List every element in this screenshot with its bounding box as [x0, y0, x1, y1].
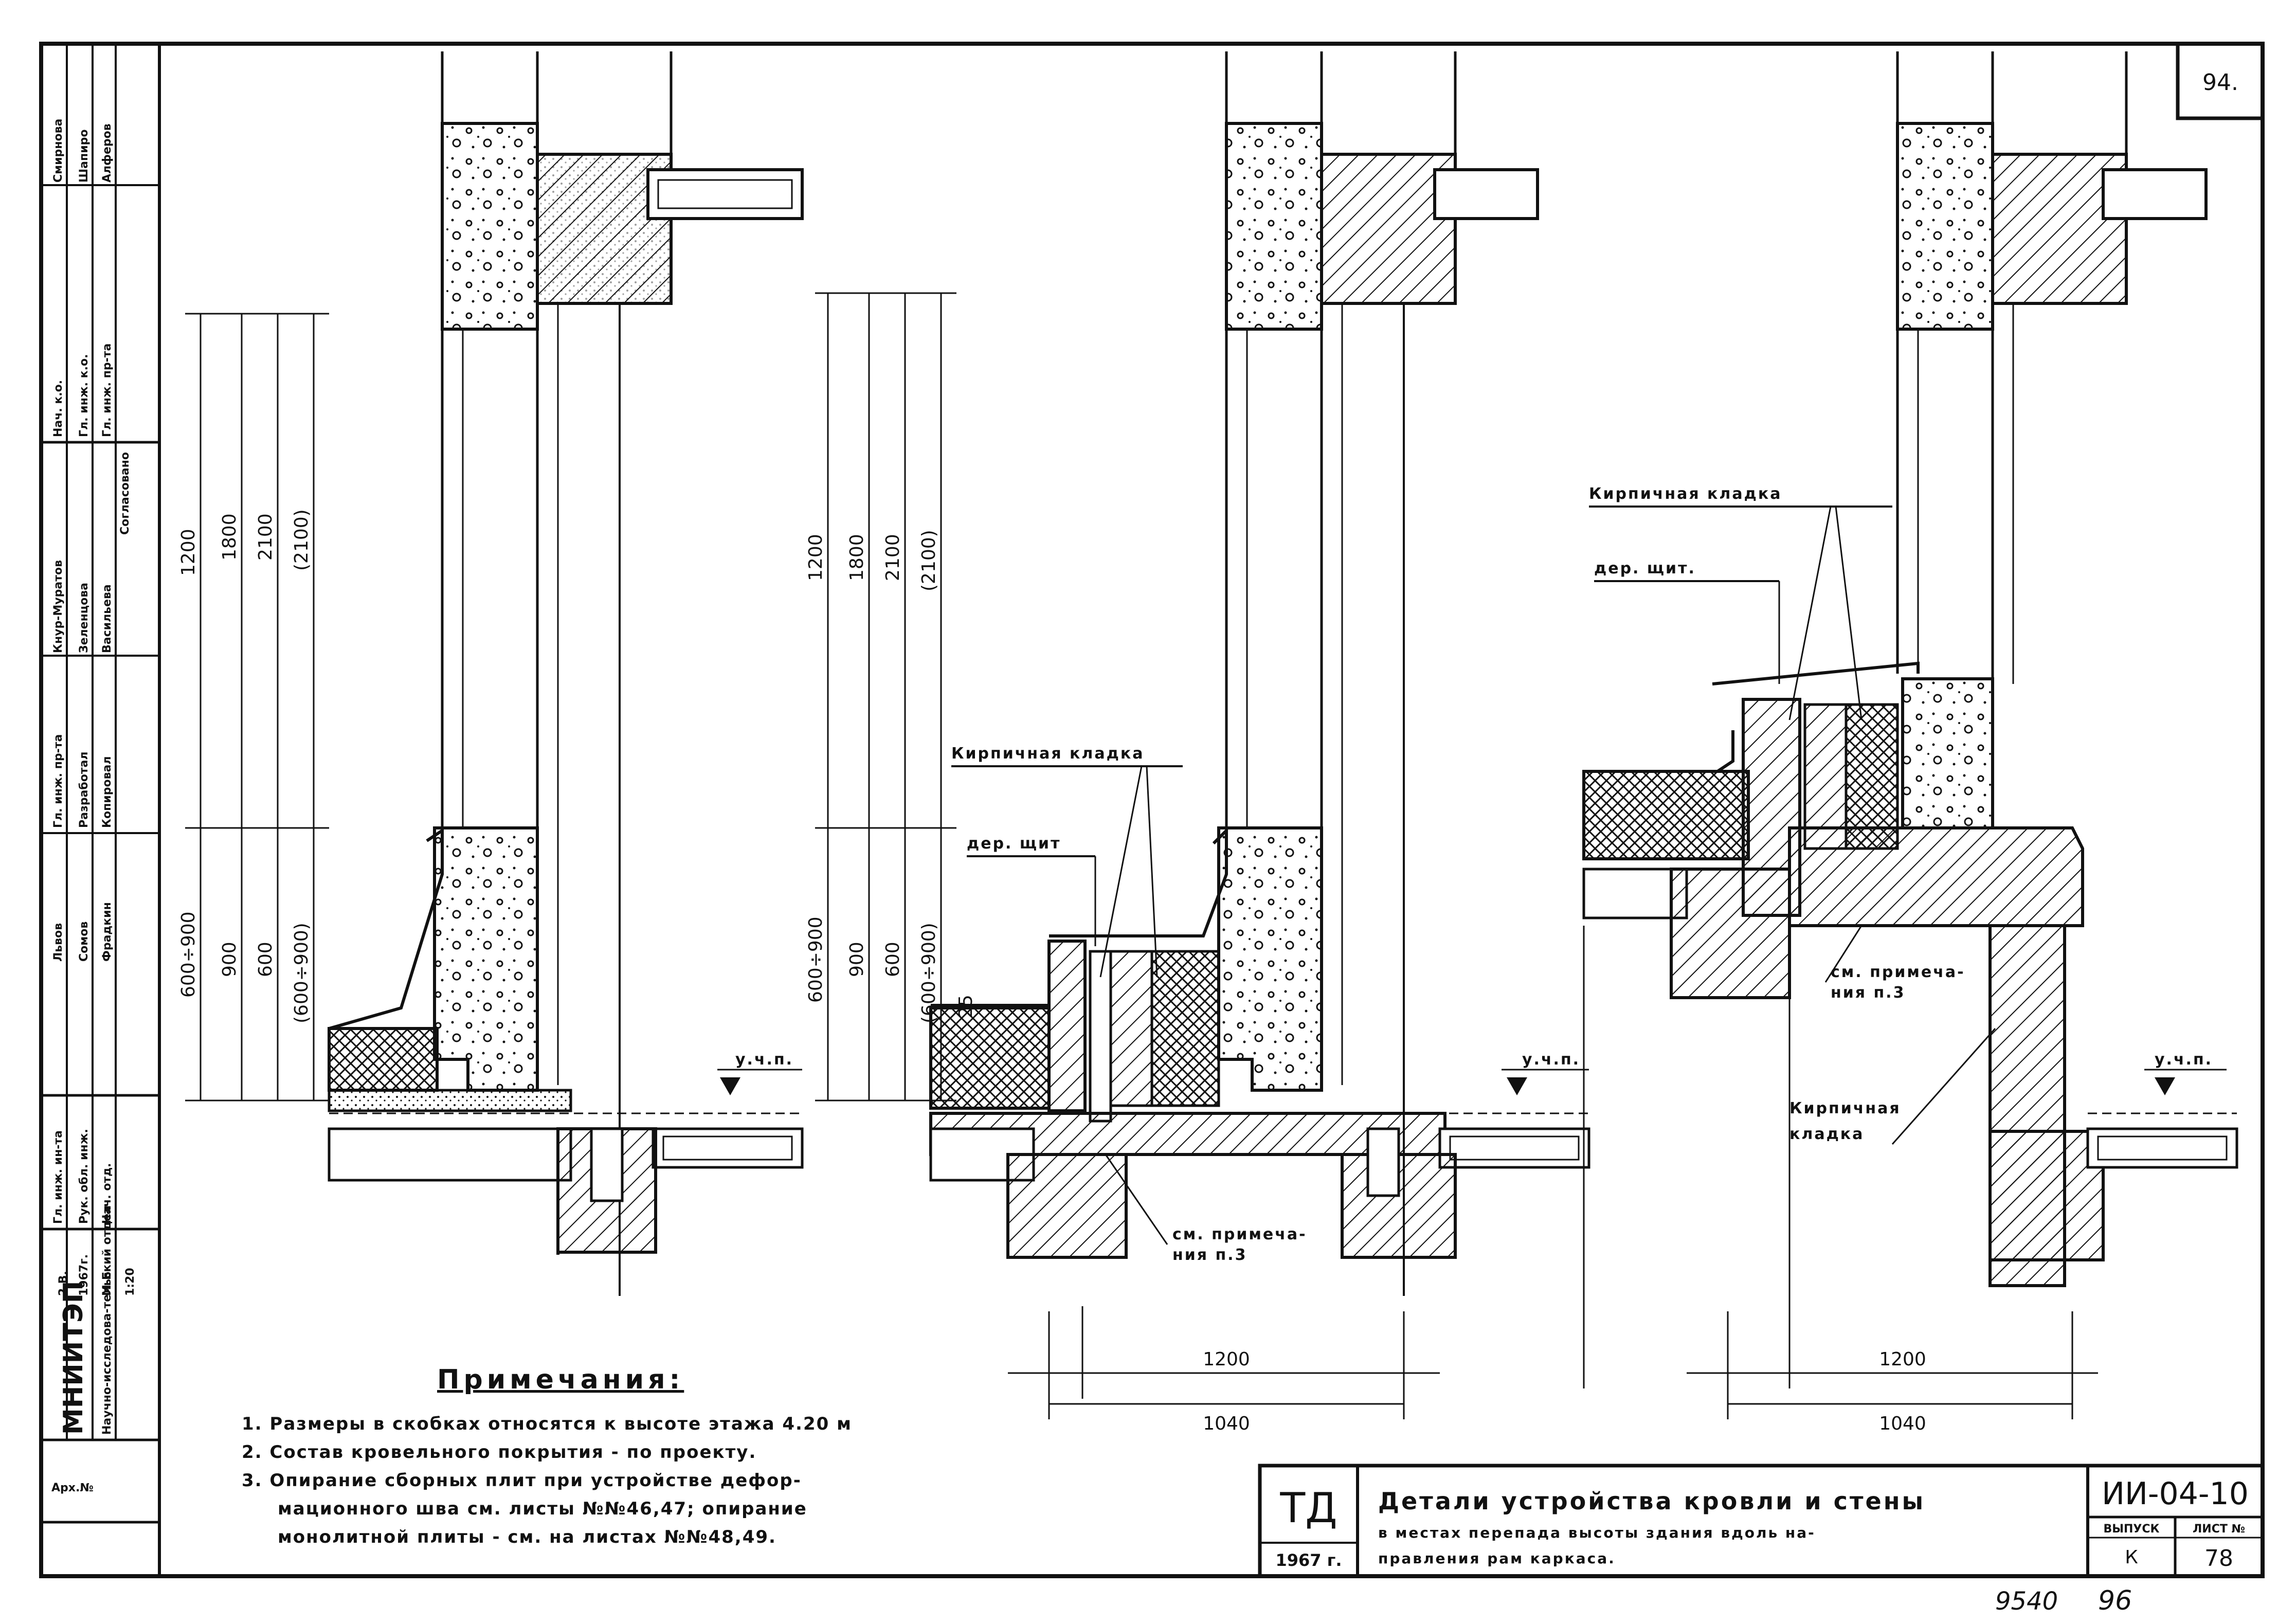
middle-dim-2100: 2100 — [882, 534, 903, 581]
middle-dim-600: 600 — [882, 942, 903, 977]
stamp-upper-pos-2: Гл. инж. к.о. — [78, 354, 91, 437]
middle-dim-h1: 1200 — [1203, 1349, 1250, 1370]
left-dim-900: 900 — [219, 942, 240, 977]
stamp-upper-name-3: Алферов — [101, 123, 114, 183]
left-dim-1800: 1800 — [219, 513, 240, 561]
stamp-name-4: Львов — [52, 923, 65, 962]
stamp-upper-name-1: Смирнова — [52, 119, 65, 183]
stamp-position-1: Гл. инж. пр-та — [52, 734, 65, 828]
page-number: 94. — [2202, 69, 2238, 96]
title-mark: ТД — [1279, 1484, 1337, 1532]
stamp-arch: Арх.№ — [51, 1482, 94, 1494]
stamp-upper-pos-1: Нач. к.о. — [52, 380, 65, 437]
right-dim-h2: 1040 — [1879, 1413, 1926, 1434]
middle-dim-2100b: (2100) — [918, 530, 939, 591]
title-block: ТД 1967 г. Детали устройства кровли и ст… — [1258, 1464, 2265, 1578]
right-label-see-note2: ния п.3 — [1831, 984, 1905, 1002]
middle-label-brick: Кирпичная кладка — [951, 745, 1144, 763]
left-level-mark: у.ч.п. — [735, 1051, 793, 1069]
stamp-name-1: Кнур-Муратов — [52, 560, 65, 653]
stamp-agreed: Согласовано — [119, 452, 132, 535]
middle-level-mark: у.ч.п. — [1522, 1051, 1580, 1069]
stamp-position-6: Нач. отд. — [101, 1163, 114, 1224]
stamp-upper-name-2: Шапиро — [78, 129, 91, 183]
middle-label-see-note: см. примеча- — [1172, 1225, 1307, 1243]
detail-middle: 1200 1800 2100 (2100) 600÷900 900 600 (6… — [805, 51, 1590, 1434]
note-1: 1. Размеры в скобках относятся к высоте … — [242, 1414, 852, 1434]
stamp-dept: Научно-исследова-тельский отдел — [101, 1205, 114, 1435]
stamp-scale: 1:20 — [124, 1268, 137, 1296]
middle-label-shield: дер. щит — [967, 835, 1061, 853]
left-dim-2100b: (2100) — [291, 509, 312, 571]
stamp-org: МНИИТЭП — [58, 1281, 89, 1435]
title-year: 1967 г. — [1275, 1550, 1342, 1570]
right-level-mark: у.ч.п. — [2155, 1051, 2213, 1069]
middle-dim-1200: 1200 — [805, 534, 826, 581]
left-dim-1200: 1200 — [178, 529, 199, 576]
title-doc-code: ИИ-04-10 — [2102, 1476, 2249, 1512]
left-dim-600: 600 — [255, 942, 276, 977]
middle-dim-600-900: 600÷900 — [805, 916, 826, 1003]
stamp-upper-pos-3: Гл. инж. пр-та — [101, 344, 114, 437]
title-issue-value: К — [2125, 1547, 2138, 1568]
notes-heading: Примечания: — [437, 1364, 684, 1395]
stamp-name-6: Фрадкин — [101, 902, 114, 962]
title-line3: правления рам каркаса. — [1378, 1550, 1616, 1567]
right-label-brick-bottom1: Кирпичная — [1789, 1099, 1901, 1117]
right-label-shield: дер. щит. — [1594, 560, 1696, 578]
note-5: монолитной плиты - см. на листах №№48,49… — [278, 1527, 776, 1547]
middle-dim-1800: 1800 — [846, 534, 867, 581]
title-sheet-label: ЛИСТ № — [2193, 1523, 2245, 1536]
stamp-row-2b: 2.В. — [57, 1271, 70, 1296]
notes: Примечания: 1. Размеры в скобках относят… — [242, 1364, 852, 1547]
detail-left: 1200 1800 2100 (2100) 600÷900 900 600 (6… — [178, 51, 804, 1296]
right-label-brick-top: Кирпичная кладка — [1589, 485, 1782, 503]
stamp-name-2: Зеленцова — [78, 583, 91, 653]
detail-right: у.ч.п. Кирпичная кладка дер. щит. см. пр… — [1582, 51, 2238, 1434]
stamp-strip: Смирнова Шапиро Алферов Нач. к.о. Гл. ин… — [40, 42, 161, 1578]
page-number-box — [2176, 42, 2265, 120]
stamp-position-4: Гл. инж. ин-та — [52, 1130, 65, 1224]
note-3: 3. Опирание сборных плит при устройстве … — [242, 1470, 802, 1491]
left-dim-2100: 2100 — [255, 513, 276, 561]
footer-right-number: 96 — [2098, 1585, 2132, 1616]
stamp-position-3: Копировал — [101, 756, 114, 828]
stamp-row-m: М-Б — [101, 1271, 114, 1296]
note-2: 2. Состав кровельного покрытия - по прое… — [242, 1442, 756, 1463]
left-dim-600-900b: (600÷900) — [291, 923, 312, 1023]
title-sheet-value: 78 — [2204, 1545, 2233, 1572]
middle-label-see-note2: ния п.3 — [1172, 1246, 1247, 1264]
middle-dim-h2: 1040 — [1203, 1413, 1250, 1434]
right-label-brick-bottom2: кладка — [1789, 1125, 1864, 1143]
left-dim-600-900: 600÷900 — [178, 911, 199, 998]
middle-dim-25: 25 — [955, 995, 977, 1018]
stamp-position-5: Рук. обл. инж. — [78, 1129, 91, 1224]
title-issue-label: ВЫПУСК — [2103, 1523, 2159, 1536]
stamp-row-year: 1967г. — [78, 1254, 91, 1296]
note-4: мационного шва см. листы №№46,47; опиран… — [278, 1499, 807, 1519]
right-label-see-note: см. примеча- — [1831, 963, 1965, 981]
middle-dim-900: 900 — [846, 942, 867, 977]
title-line1: Детали устройства кровли и стены — [1378, 1487, 1925, 1515]
right-dim-h1: 1200 — [1879, 1349, 1926, 1370]
title-line2: в местах перепада высоты здания вдоль на… — [1378, 1524, 1816, 1541]
stamp-name-5: Сомов — [78, 922, 91, 962]
stamp-position-2: Разработал — [78, 751, 91, 828]
stamp-name-3: Васильева — [101, 584, 114, 653]
footer-left-number: 9540 — [1995, 1587, 2058, 1616]
